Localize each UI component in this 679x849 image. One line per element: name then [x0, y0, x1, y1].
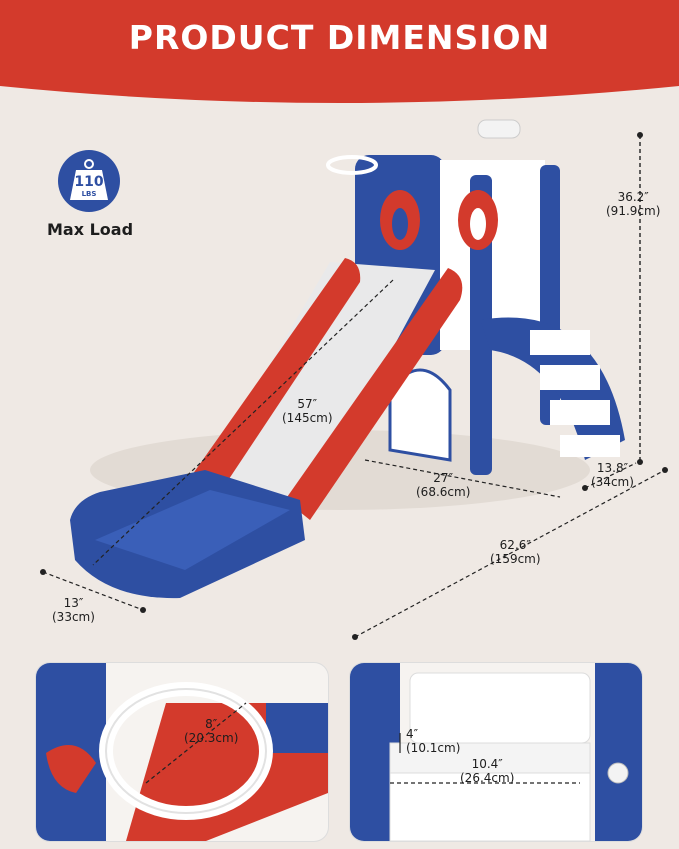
max-load-label: Max Load: [46, 220, 134, 239]
weight-icon: 110 LBS: [58, 150, 120, 212]
hoop-dimension: 8″(20.3cm): [184, 717, 239, 745]
telescope: [477, 119, 521, 139]
slide-width-dimension: 13″(33cm): [52, 596, 95, 624]
page-title: PRODUCT DIMENSION: [128, 18, 551, 57]
total-length-dimension: 62.6″(159cm): [490, 538, 541, 566]
platform-width-dimension: 27″(68.6cm): [416, 471, 471, 499]
slide-rail-left: [190, 258, 361, 500]
slide-length-dimension: 57″(145cm): [282, 397, 333, 425]
weight-value: 110: [74, 174, 104, 190]
height-dimension: 36.2″(91.9cm): [606, 190, 661, 218]
title-banner: [0, 0, 679, 103]
step-width-dimension: 10.4″(26.4cm): [460, 757, 515, 785]
tower-front-post: [470, 175, 492, 475]
step-height-dimension: 4″(10.1cm): [406, 727, 461, 755]
weight-unit: LBS: [81, 190, 97, 198]
slide-bed: [190, 262, 435, 520]
slide-illustration: [40, 119, 668, 640]
slide-rail-right: [285, 268, 463, 520]
hoop: [326, 155, 378, 175]
step-detail-panel: 4″(10.1cm) 10.4″(26.4cm): [350, 663, 642, 841]
step-depth-dimension: 13.8″(34cm): [591, 461, 634, 489]
hoop-detail-panel: 8″(20.3cm): [36, 663, 328, 841]
